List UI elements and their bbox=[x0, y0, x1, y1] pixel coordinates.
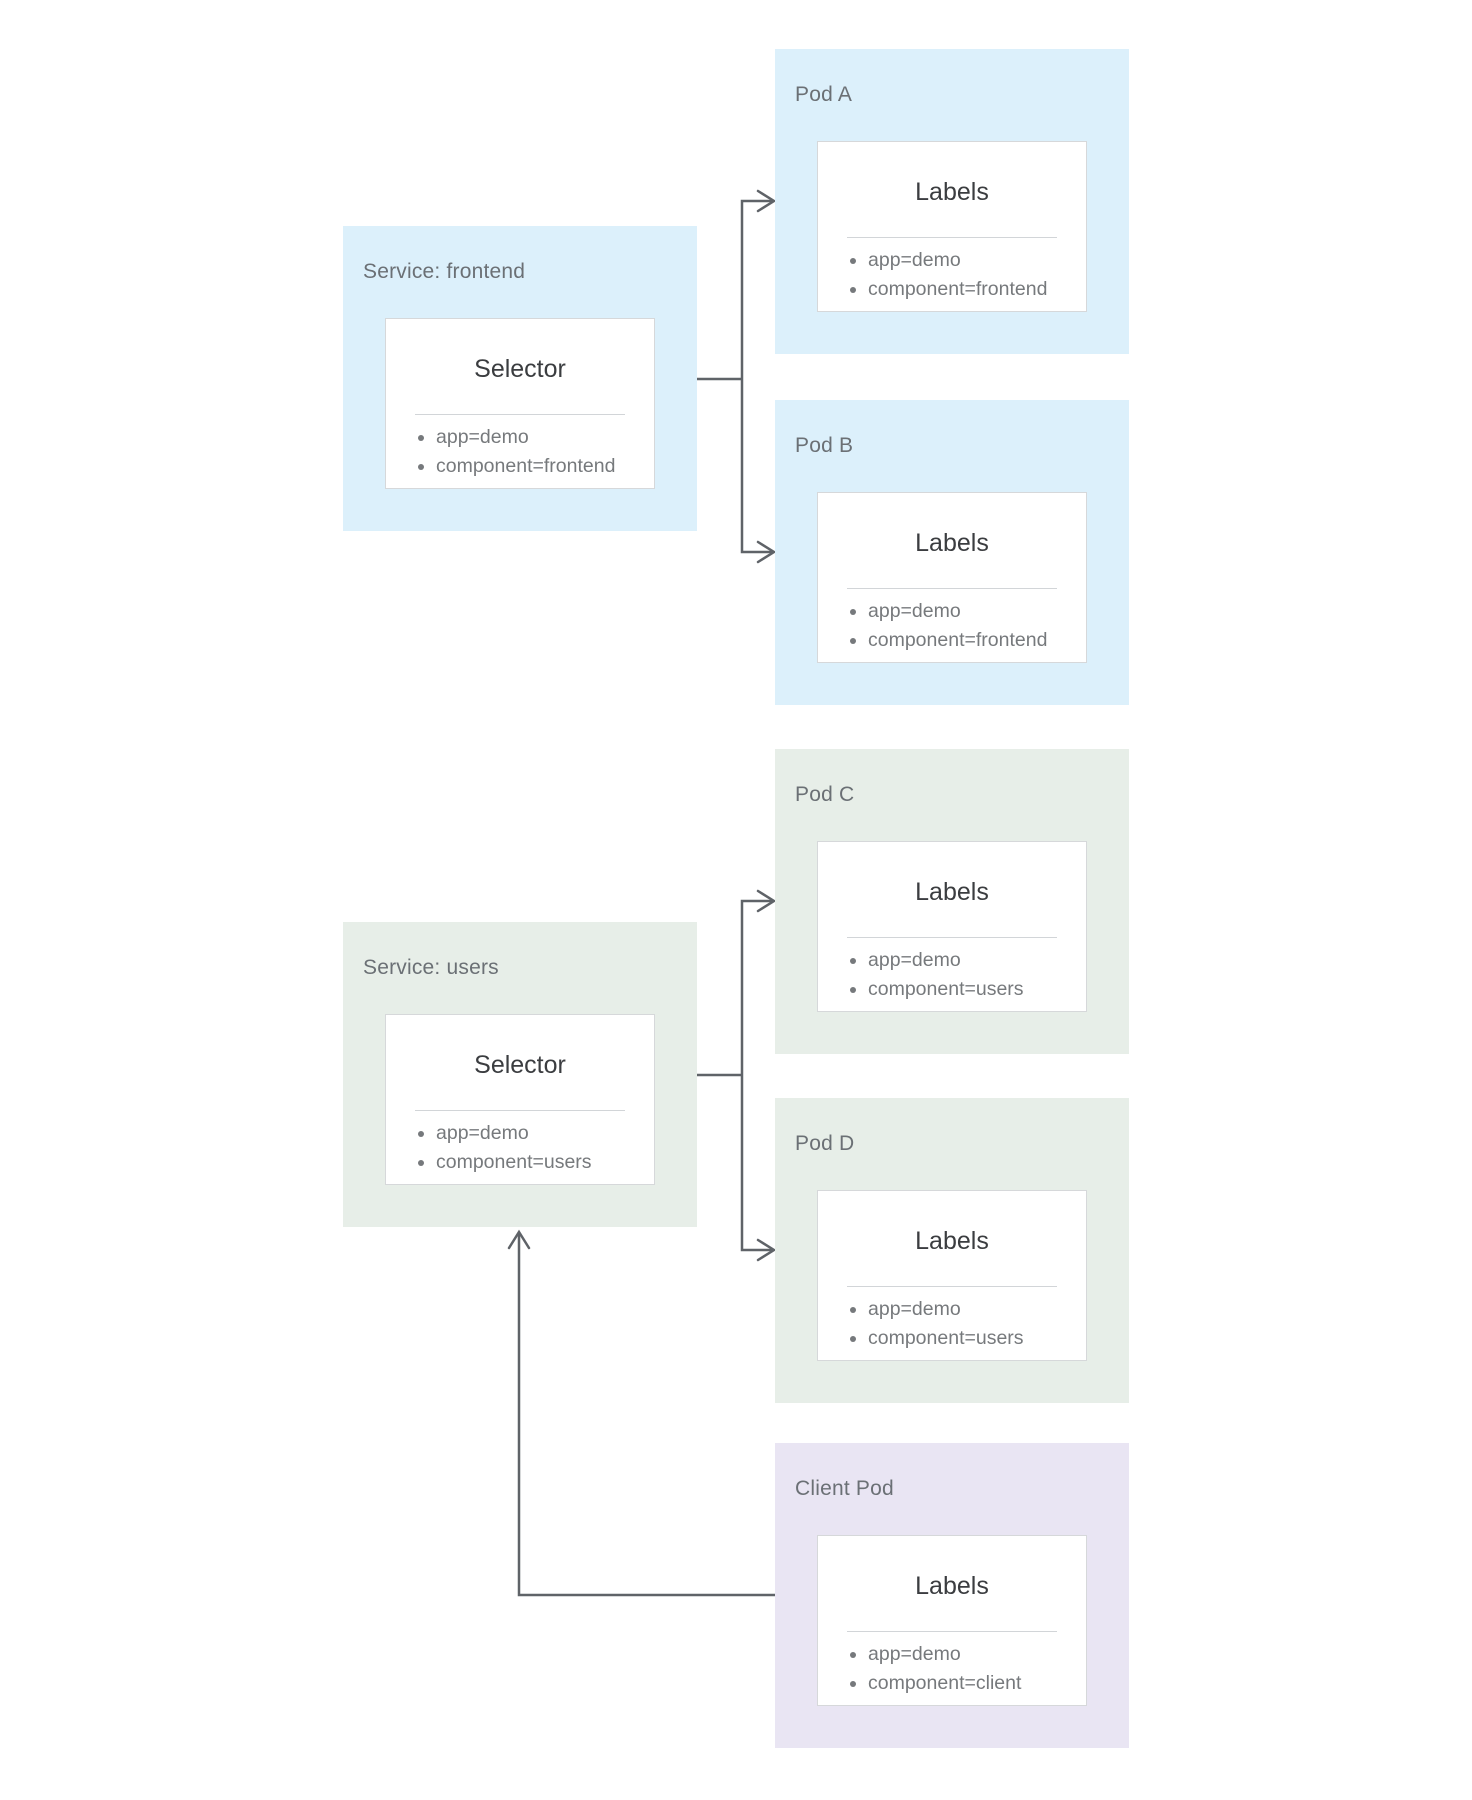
node-title: Service: users bbox=[363, 956, 499, 979]
pod-b: Pod B Labels app=democomponent=frontend bbox=[775, 400, 1129, 705]
card-heading: Selector bbox=[474, 1051, 566, 1079]
label-item: app=demo bbox=[436, 423, 654, 452]
card-divider bbox=[847, 1631, 1057, 1632]
pod-c: Pod C Labels app=democomponent=users bbox=[775, 749, 1129, 1054]
node-title: Pod C bbox=[795, 783, 855, 806]
label-item: component=users bbox=[868, 1324, 1086, 1353]
card-heading: Labels bbox=[915, 1227, 989, 1255]
card-divider bbox=[847, 1286, 1057, 1287]
card-heading: Labels bbox=[915, 878, 989, 906]
label-item: app=demo bbox=[868, 1295, 1086, 1324]
node-card: Labels app=democomponent=frontend bbox=[817, 141, 1087, 312]
node-card: Labels app=democomponent=frontend bbox=[817, 492, 1087, 663]
label-item: component=users bbox=[868, 975, 1086, 1004]
label-item: app=demo bbox=[436, 1119, 654, 1148]
node-card: Labels app=democomponent=users bbox=[817, 1190, 1087, 1361]
node-title: Pod A bbox=[795, 83, 853, 106]
card-divider bbox=[847, 588, 1057, 589]
label-item: app=demo bbox=[868, 597, 1086, 626]
edge-users-to-pod-d bbox=[740, 1075, 777, 1262]
node-title: Pod D bbox=[795, 1132, 855, 1155]
service-users: Service: users Selector app=democomponen… bbox=[343, 922, 697, 1227]
node-card: Labels app=democomponent=client bbox=[817, 1535, 1087, 1706]
edge-users-to-pod-c bbox=[740, 889, 777, 1075]
card-bullets: app=democomponent=frontend bbox=[818, 246, 1086, 303]
card-bullets: app=democomponent=frontend bbox=[386, 423, 654, 480]
card-heading: Labels bbox=[915, 1572, 989, 1600]
service-frontend: Service: frontend Selector app=democompo… bbox=[343, 226, 697, 531]
label-item: app=demo bbox=[868, 246, 1086, 275]
label-item: component=frontend bbox=[868, 275, 1086, 304]
card-heading: Labels bbox=[915, 178, 989, 206]
card-bullets: app=democomponent=users bbox=[386, 1119, 654, 1176]
pod-a: Pod A Labels app=democomponent=frontend bbox=[775, 49, 1129, 354]
edge-frontend-to-pod-a bbox=[740, 189, 777, 379]
node-title: Service: frontend bbox=[363, 260, 526, 283]
card-divider bbox=[847, 237, 1057, 238]
label-item: component=frontend bbox=[868, 626, 1086, 655]
card-divider bbox=[415, 1110, 625, 1111]
label-item: app=demo bbox=[868, 946, 1086, 975]
label-item: component=users bbox=[436, 1148, 654, 1177]
label-item: app=demo bbox=[868, 1640, 1086, 1669]
pod-d: Pod D Labels app=democomponent=users bbox=[775, 1098, 1129, 1403]
card-bullets: app=democomponent=users bbox=[818, 946, 1086, 1003]
node-title: Client Pod bbox=[795, 1477, 894, 1500]
card-divider bbox=[847, 937, 1057, 938]
card-heading: Selector bbox=[474, 355, 566, 383]
edge-frontend-to-pod-b bbox=[740, 379, 777, 564]
node-card: Selector app=democomponent=frontend bbox=[385, 318, 655, 489]
card-heading: Labels bbox=[915, 529, 989, 557]
node-card: Labels app=democomponent=users bbox=[817, 841, 1087, 1012]
card-bullets: app=democomponent=client bbox=[818, 1640, 1086, 1697]
client-pod: Client Pod Labels app=democomponent=clie… bbox=[775, 1443, 1129, 1748]
card-bullets: app=democomponent=users bbox=[818, 1295, 1086, 1352]
node-card: Selector app=democomponent=users bbox=[385, 1014, 655, 1185]
label-item: component=client bbox=[868, 1669, 1086, 1698]
card-divider bbox=[415, 414, 625, 415]
node-title: Pod B bbox=[795, 434, 854, 457]
edge-client-to-users-service bbox=[507, 1229, 775, 1597]
label-item: component=frontend bbox=[436, 452, 654, 481]
card-bullets: app=democomponent=frontend bbox=[818, 597, 1086, 654]
